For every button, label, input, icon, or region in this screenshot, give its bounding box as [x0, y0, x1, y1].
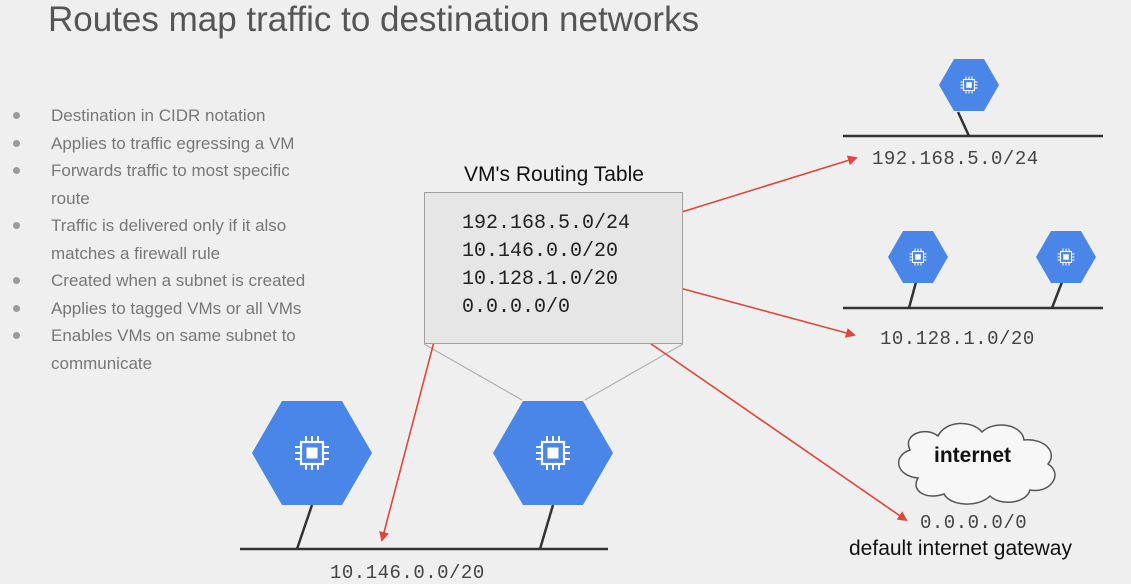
- bullet-dot: [13, 222, 20, 229]
- routing-table-row: 192.168.5.0/24: [462, 212, 631, 235]
- cloud-icon: [898, 422, 1056, 505]
- routing-table-box: 192.168.5.0/24 10.146.0.0/20 10.128.1.0/…: [424, 192, 683, 344]
- zoom-connector-left: [423, 343, 523, 401]
- bullet-dot: [13, 139, 20, 147]
- routing-table-row: 10.128.1.0/20: [462, 268, 619, 291]
- network-label-10-146: 10.146.0.0/20: [330, 562, 485, 584]
- network-label-10-128: 10.128.1.0/20: [880, 328, 1035, 350]
- bullet-dot: [13, 167, 20, 174]
- arrow-to-10-128-network: [649, 279, 856, 338]
- bullet-item: Destination in CIDR notation: [0, 102, 331, 130]
- bullet-item: Forwards traffic to most specific: [0, 157, 331, 185]
- bullet-dot: [13, 112, 20, 119]
- bullet-dot: [13, 277, 20, 284]
- vm-icon-middle-left: [888, 231, 948, 283]
- bullet-list: Destination in CIDR notation Applies to …: [0, 102, 331, 377]
- internet-label: internet: [934, 444, 1012, 467]
- vm-icon-large-right: [493, 401, 613, 505]
- arrow-to-internet-gateway: [601, 309, 908, 522]
- routing-table-row: 0.0.0.0/0: [462, 296, 571, 319]
- gateway-label: default internet gateway: [849, 537, 1072, 560]
- vm-icon-top: [939, 59, 999, 111]
- arrow-to-192-network: [655, 155, 858, 221]
- routing-table-row: 10.146.0.0/20: [462, 240, 619, 263]
- zoom-connector-right: [584, 343, 684, 401]
- bullet-dot: [13, 304, 20, 312]
- bullet-continuation: communicate: [51, 353, 153, 373]
- gateway-cidr-label: 0.0.0.0/0: [920, 512, 1028, 534]
- bullet-dot: [13, 332, 20, 339]
- bullet-item: Traffic is delivered only if it also: [0, 212, 331, 240]
- bullet-item: Created when a subnet is created: [0, 267, 331, 295]
- bullet-continuation: route: [51, 188, 90, 208]
- routing-table-title: VM's Routing Table: [464, 163, 644, 186]
- bullet-continuation: matches a firewall rule: [51, 243, 221, 263]
- bullet-item: Applies to tagged VMs or all VMs: [0, 295, 331, 323]
- bullet-item: Applies to traffic egressing a VM: [0, 130, 331, 158]
- vm-icon-middle-right: [1036, 231, 1096, 283]
- page-title: Routes map traffic to destination networ…: [48, 0, 700, 39]
- bullet-item: Enables VMs on same subnet to: [0, 322, 331, 350]
- vm-icon-large-left: [252, 401, 372, 505]
- network-label-192: 192.168.5.0/24: [872, 148, 1039, 170]
